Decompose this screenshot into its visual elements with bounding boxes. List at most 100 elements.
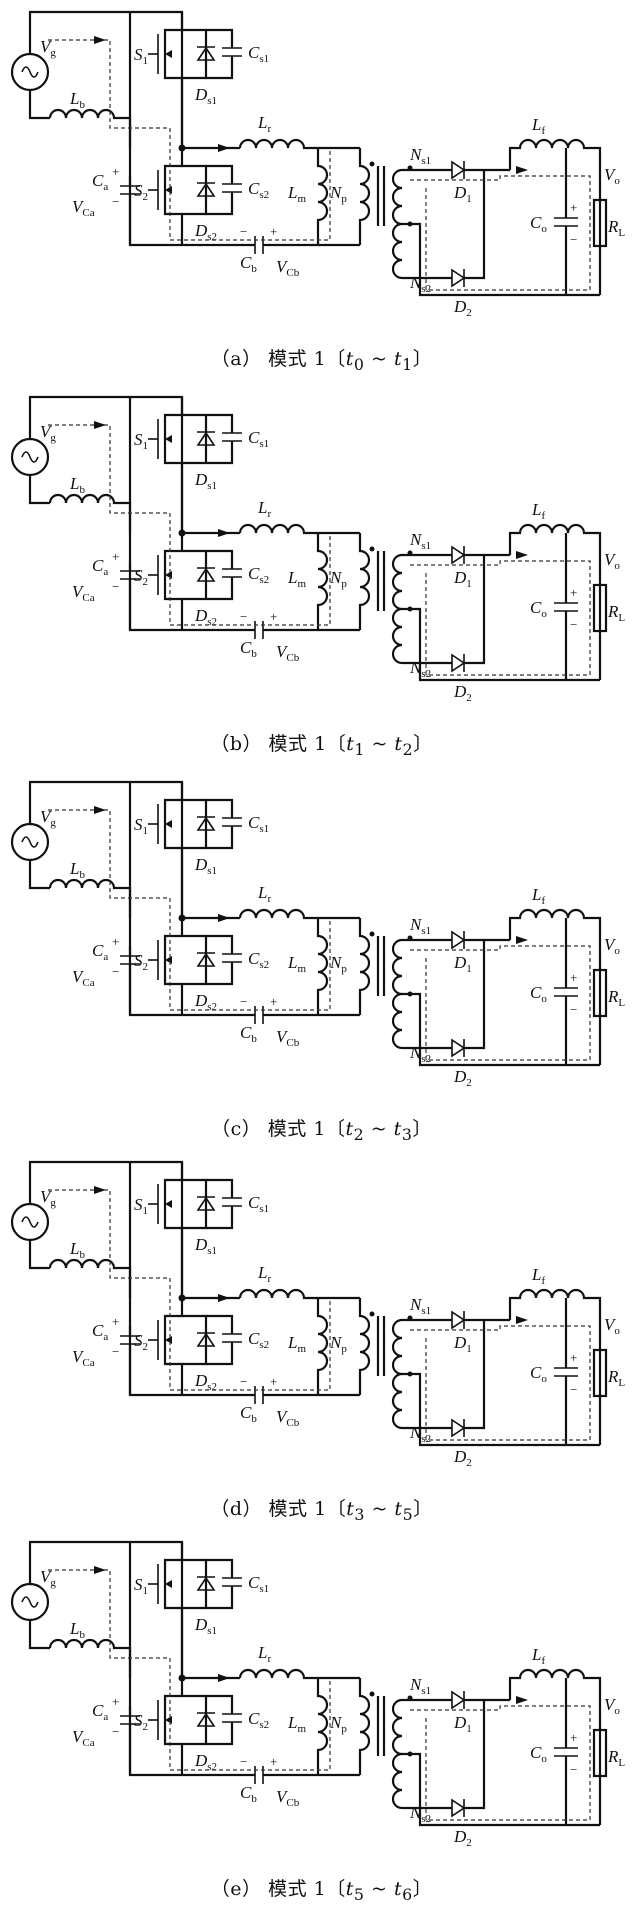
inductor-lb — [48, 878, 132, 918]
inductor-lb — [48, 493, 132, 533]
resistor-rl — [592, 583, 608, 633]
label-np: Np — [329, 1713, 347, 1735]
label-vca: VCa — [72, 582, 95, 604]
capacitor-cs2 — [206, 549, 242, 601]
label-vca: VCa — [72, 967, 95, 989]
inductor-lf — [508, 138, 602, 295]
current-arrow — [94, 36, 106, 44]
capacitor-cs1 — [206, 1178, 242, 1230]
label-cs2: Cs2 — [248, 1709, 269, 1731]
current-path — [48, 1569, 331, 1771]
label-vo: Vo — [604, 550, 620, 572]
diode-ds1 — [182, 798, 216, 850]
label-s2: S2 — [134, 566, 148, 588]
caption-t-end: t — [393, 1878, 403, 1900]
current-arrow — [218, 144, 230, 152]
capacitor-co — [554, 148, 578, 295]
caption-close: 〕 — [412, 1118, 432, 1140]
label-ds2: Ds2 — [194, 991, 217, 1013]
label-cs1: Cs1 — [248, 1573, 269, 1595]
wire-sec-center — [402, 222, 600, 297]
ca-plus: + — [112, 549, 119, 564]
resistor-rl — [592, 1728, 608, 1778]
capacitor-cb — [254, 621, 360, 639]
inductor-lm — [316, 1298, 329, 1395]
source-vg — [10, 437, 50, 477]
label-rl: RL — [607, 602, 625, 624]
label-d2: D2 — [453, 1827, 472, 1849]
label-ns1: Ns1 — [409, 1675, 431, 1697]
ca-plus: + — [112, 934, 119, 949]
label-co: Co — [530, 1743, 547, 1765]
cb-minus: − — [240, 609, 247, 624]
capacitor-co — [554, 533, 578, 680]
current-arrow — [94, 806, 106, 814]
label-vg: Vg — [40, 1567, 56, 1589]
label-cs2: Cs2 — [248, 564, 269, 586]
caption-letter: （d） — [210, 1498, 262, 1520]
caption-letter: （e） — [210, 1878, 262, 1900]
capacitor-ca — [120, 946, 140, 1015]
diode-d2 — [451, 940, 486, 1058]
ca-minus: − — [112, 1724, 119, 1739]
caption-sep: ~ — [364, 1878, 394, 1900]
label-cs2: Cs2 — [248, 949, 269, 971]
diode-d2 — [451, 1320, 486, 1438]
co-minus: − — [570, 617, 577, 632]
winding-np — [358, 1298, 386, 1395]
current-path — [48, 1189, 331, 1391]
caption-t-start: t — [345, 1118, 354, 1140]
label-vcb: VCb — [276, 257, 300, 279]
winding-ns — [391, 165, 413, 280]
inductor-lm — [316, 918, 329, 1015]
caption-close: 〕 — [412, 1878, 433, 1900]
caption-mode: 模式 1 — [268, 733, 327, 755]
inductor-lb — [48, 108, 132, 148]
cb-minus: − — [240, 1754, 247, 1769]
switch-s2 — [148, 533, 184, 630]
label-ds1: Ds1 — [194, 470, 217, 492]
label-ca: Ca — [92, 556, 108, 578]
inductor-lf — [508, 1668, 602, 1825]
label-d1: D1 — [453, 1333, 472, 1355]
caption-sep: ~ — [364, 348, 394, 370]
inductor-lb — [48, 1638, 132, 1678]
diode-d1 — [451, 1690, 510, 1710]
caption-sep: ~ — [364, 1498, 395, 1520]
capacitor-ca — [120, 561, 140, 630]
label-ns1: Ns1 — [409, 1295, 431, 1317]
label-ds2: Ds2 — [194, 1371, 217, 1393]
label-lr: Lr — [257, 883, 271, 905]
caption-t-start: t — [346, 1498, 355, 1520]
ca-plus: + — [112, 1314, 119, 1329]
capacitor-cs2 — [206, 1314, 242, 1366]
capacitor-cb — [254, 1006, 360, 1024]
label-lf: Lf — [531, 115, 545, 137]
circuit-diagram: Vg Lb S1 Ds1 — [10, 395, 625, 704]
label-ds2: Ds2 — [194, 221, 217, 243]
caption-letter: （b） — [210, 733, 262, 755]
winding-ns — [391, 550, 413, 665]
label-vcb: VCb — [276, 1787, 300, 1809]
label-lb: Lb — [69, 474, 85, 496]
capacitor-cs2 — [206, 164, 242, 216]
diode-ds2 — [182, 934, 216, 986]
ca-minus: − — [112, 194, 119, 209]
source-vg — [10, 1202, 50, 1242]
label-co: Co — [530, 213, 547, 235]
caption-close: 〕 — [413, 1498, 433, 1520]
diode-ds1 — [182, 413, 216, 465]
circuit-diagram: Vg Lb S1 Ds1 — [10, 780, 625, 1089]
current-arrow — [94, 1186, 106, 1194]
caption-t-end: t — [393, 1118, 402, 1140]
label-s2: S2 — [134, 181, 148, 203]
current-path-secondary — [410, 1325, 591, 1441]
caption-t-start-sub: 0 — [353, 354, 365, 374]
label-lb: Lb — [69, 89, 85, 111]
label-co: Co — [530, 983, 547, 1005]
current-path — [48, 809, 331, 1011]
circuit-panel-a: Vg Lb S1 Ds1 — [0, 0, 643, 380]
capacitor-cs1 — [206, 1558, 242, 1610]
label-vcb: VCb — [276, 1407, 300, 1429]
inductor-lb — [48, 1258, 132, 1298]
